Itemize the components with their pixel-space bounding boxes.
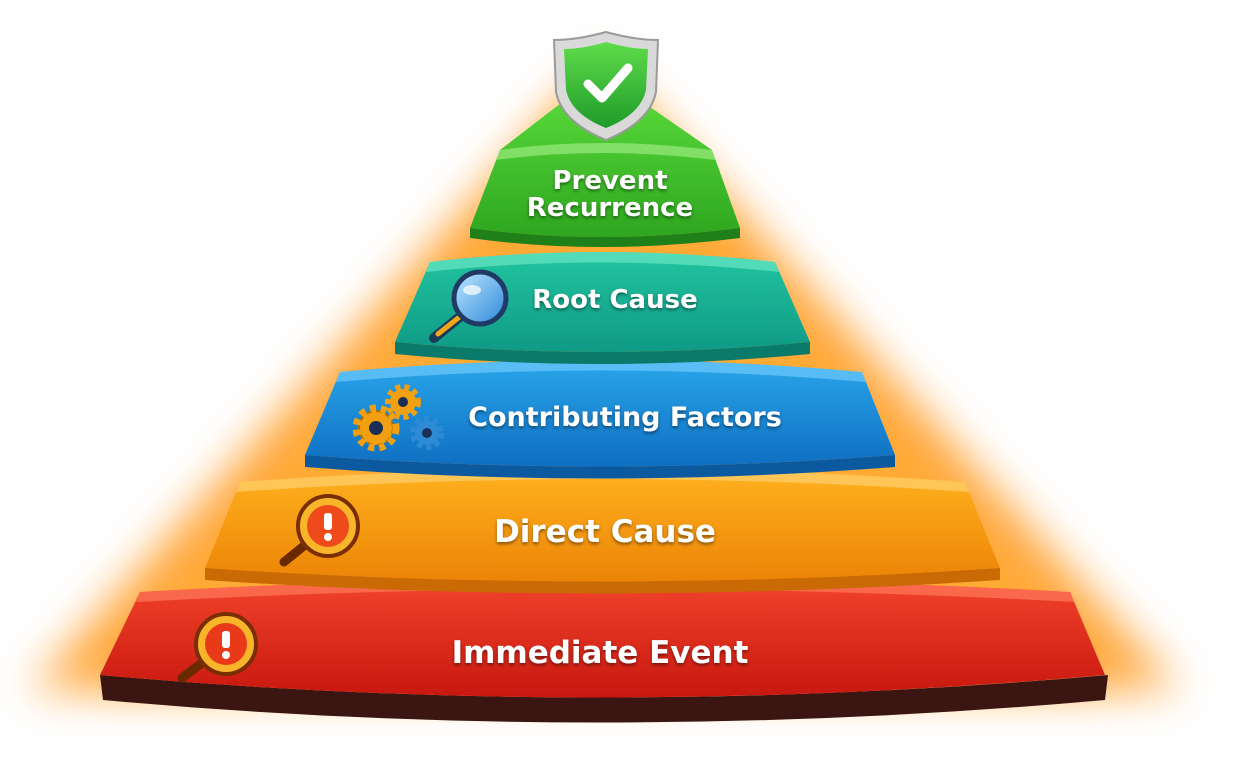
tier-label-line: Root Cause bbox=[532, 285, 698, 315]
tier-label-line: Recurrence bbox=[526, 193, 694, 224]
alert-magnifier-icon bbox=[279, 494, 360, 567]
alert-magnifier-icon bbox=[177, 612, 258, 683]
tier-direct-cause bbox=[205, 468, 1000, 594]
magnifier-icon bbox=[429, 269, 509, 343]
tier-label-prevent-recurrence: Prevent Recurrence bbox=[500, 166, 720, 224]
tier-label-root-cause: Root Cause bbox=[500, 285, 730, 315]
tier-label-contributing-factors: Contributing Factors bbox=[455, 402, 795, 433]
gears-icon bbox=[352, 384, 444, 452]
tier-label-direct-cause: Direct Cause bbox=[470, 516, 740, 549]
pyramid-base bbox=[100, 675, 1108, 723]
tier-label-line: Prevent bbox=[552, 166, 668, 196]
tier-label-line: Contributing Factors bbox=[468, 402, 782, 433]
tier-contributing-factors bbox=[305, 360, 895, 479]
tier-label-immediate-event: Immediate Event bbox=[430, 637, 770, 670]
tier-label-line: Immediate Event bbox=[451, 635, 749, 671]
shield-check-icon bbox=[552, 30, 660, 142]
tier-prevent-recurrence bbox=[470, 98, 740, 247]
tier-label-line: Direct Cause bbox=[494, 514, 716, 550]
